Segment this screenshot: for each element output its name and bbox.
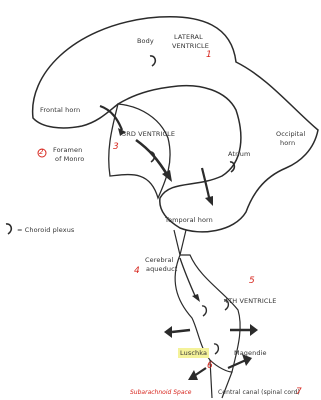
right-exit-arrowhead [250, 324, 258, 336]
label-luschka: Luschka [178, 348, 209, 358]
step-7-number: 7 [296, 387, 302, 397]
label-foramen: Foramen [53, 146, 82, 154]
choroid-glyph-fourth-3 [214, 344, 218, 354]
left-exit-arrow [172, 330, 190, 332]
step-5-number: 5 [249, 276, 255, 286]
temporal-flow-arrow [202, 168, 210, 202]
label-of-monro: of Monro [55, 155, 84, 163]
step-6-number: 6 [207, 361, 213, 371]
label-occipital-horn: horn [280, 139, 295, 147]
label-lateral: LATERAL [174, 33, 203, 41]
temporal-flow-arrowhead [205, 196, 213, 206]
label-frontal-horn: Frontal horn [40, 106, 80, 114]
choroid-glyph-fourth [202, 306, 206, 316]
choroid-glyph-legend [6, 224, 11, 234]
aqueduct-flow-arrowhead [192, 294, 200, 302]
third-ventricle-flow-arrowhead [162, 170, 172, 182]
step-3-number: 3 [113, 142, 119, 152]
aqueduct-flow-arrow [180, 258, 196, 298]
label-central-canal: Central canal (spinal cord) [218, 389, 300, 397]
step-4-number: 4 [134, 266, 140, 276]
label-choroid-legend: = Choroid plexus [17, 226, 74, 234]
left-exit-arrowhead [164, 326, 172, 338]
bottom-right-arrow [228, 360, 246, 368]
label-third-ventricle: 3RD VENTRICLE [122, 130, 175, 138]
aqueduct-outline [174, 230, 186, 255]
label-magendie: Magendie [234, 349, 267, 357]
label-aqueduct: aqueduct [146, 265, 177, 273]
label-body: Body [137, 37, 154, 45]
step-2-number: 2 [39, 147, 43, 157]
label-occipital: Occipital [276, 130, 305, 138]
label-atrium: Atrium [228, 150, 250, 158]
label-subarachnoid: Subarachnoid Space [130, 388, 191, 398]
label-fourth-ventricle: 4TH VENTRICLE [224, 297, 276, 305]
label-ventricle: VENTRICLE [172, 42, 209, 50]
label-cerebral: Cerebral [145, 256, 173, 264]
step-1-number: 1 [206, 50, 212, 60]
third-ventricle-flow-arrow [136, 140, 168, 176]
choroid-glyph-body [150, 56, 155, 66]
label-temporal-horn: Temporal horn [165, 216, 213, 224]
